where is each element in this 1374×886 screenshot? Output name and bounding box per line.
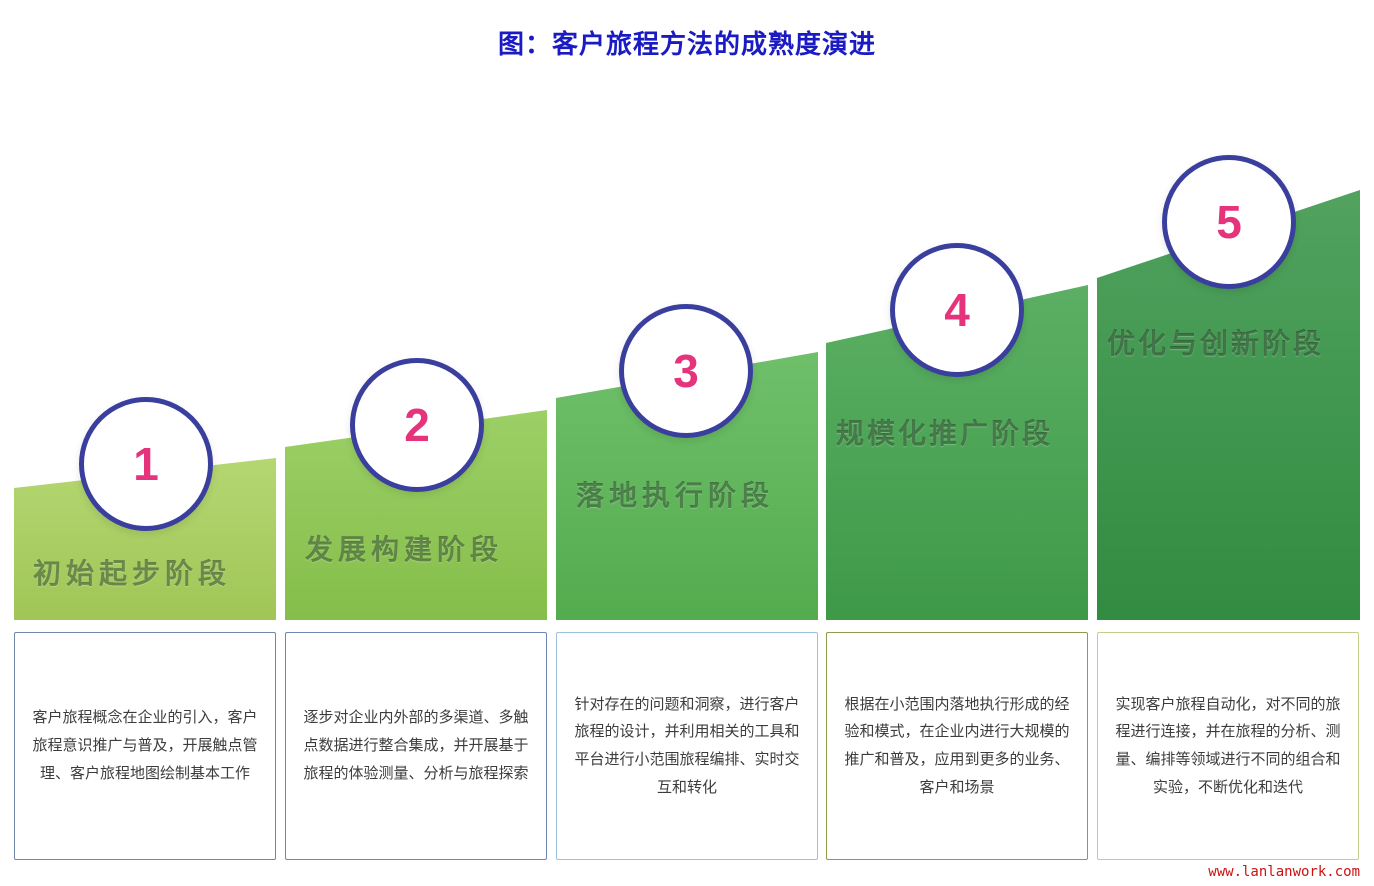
stage-2-number-badge: 2 [350,358,484,492]
stage-3-number-badge: 3 [619,304,753,438]
stage-2-number: 2 [404,399,430,451]
stage-5-description-box: 实现客户旅程自动化，对不同的旅程进行连接，并在旅程的分析、测量、编排等领域进行不… [1097,632,1359,860]
stage-2-title: 发展构建阶段 [305,534,504,565]
stage-3-description-box: 针对存在的问题和洞察，进行客户旅程的设计，并利用相关的工具和平台进行小范围旅程编… [556,632,818,860]
stage-4-description-box: 根据在小范围内落地执行形成的经验和模式，在企业内进行大规模的推广和普及，应用到更… [826,632,1088,860]
stage-4-block [826,285,1088,620]
stage-1-number-badge: 1 [79,397,213,531]
stage-1-description-box: 客户旅程概念在企业的引入，客户旅程意识推广与普及，开展触点管理、客户旅程地图绘制… [14,632,276,860]
stage-3-description: 针对存在的问题和洞察，进行客户旅程的设计，并利用相关的工具和平台进行小范围旅程编… [574,695,800,796]
watermark: www.lanlanwork.com [1208,864,1360,880]
stage-1-title: 初始起步阶段 [33,558,232,589]
stage-4-description: 根据在小范围内落地执行形成的经验和模式，在企业内进行大规模的推广和普及，应用到更… [844,695,1070,796]
stage-5-description: 实现客户旅程自动化，对不同的旅程进行连接，并在旅程的分析、测量、编排等领域进行不… [1115,695,1341,796]
stage-5-number-badge: 5 [1162,155,1296,289]
stage-1-description: 客户旅程概念在企业的引入，客户旅程意识推广与普及，开展触点管理、客户旅程地图绘制… [32,709,258,782]
stage-5-title: 优化与创新阶段 [1107,328,1325,359]
stage-1-number: 1 [133,438,159,490]
page-title: 图：客户旅程方法的成熟度演进 [497,29,876,59]
stage-4-number-badge: 4 [890,243,1024,377]
stage-4-title: 规模化推广阶段 [836,418,1054,449]
stage-2-description-box: 逐步对企业内外部的多渠道、多触点数据进行整合集成，并开展基于旅程的体验测量、分析… [285,632,547,860]
stage-5-number: 5 [1216,196,1242,248]
stage-3-title: 落地执行阶段 [576,480,775,511]
stage-2-description: 逐步对企业内外部的多渠道、多触点数据进行整合集成，并开展基于旅程的体验测量、分析… [303,709,529,782]
stage-3-number: 3 [673,345,699,397]
stage-4-number: 4 [944,284,970,336]
